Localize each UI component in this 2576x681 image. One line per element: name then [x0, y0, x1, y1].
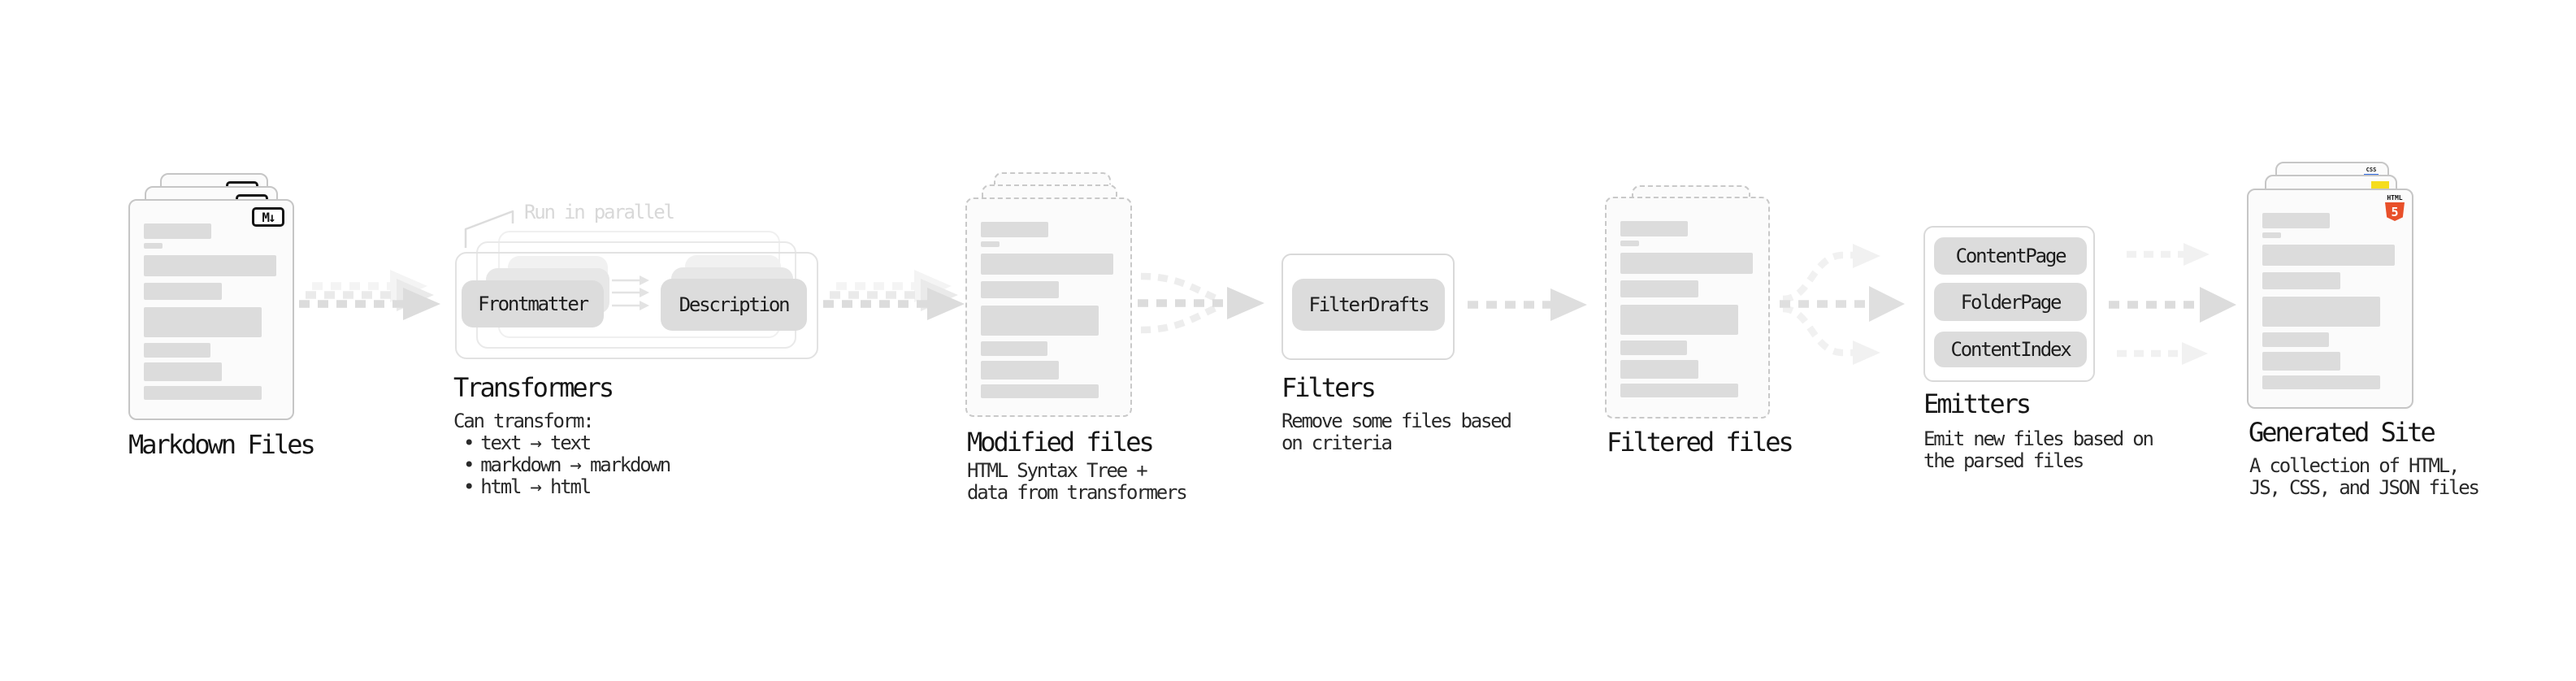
transformer-container-front [455, 252, 818, 359]
run-in-parallel-label: Run in parallel [524, 201, 675, 223]
transformer-step-description: Description [661, 279, 807, 331]
flow-arrow-markdown-to-transformers [299, 270, 440, 320]
flow-arrow-filters-to-filtered [1468, 288, 1587, 321]
transformers-title: Transformers [453, 372, 614, 403]
transformers-description: Can transform: •text → text •markdown → … [453, 410, 671, 498]
can-transform-heading: Can transform: [453, 410, 595, 432]
placeholder-text-bars [2262, 213, 2395, 389]
generated-site-description: A collection of HTML, JS, CSS, and JSON … [2249, 454, 2480, 499]
emitters-title: Emitters [1923, 388, 2032, 419]
placeholder-text-bars [144, 223, 276, 400]
filtered-files-title: Filtered files [1607, 427, 1794, 458]
flow-arrow-filtered-to-emitters [1780, 244, 1905, 365]
filters-container [1281, 254, 1455, 360]
markdown-files-label: Markdown Files [128, 429, 316, 460]
placeholder-text-bars [981, 222, 1113, 398]
transform-bullet: •text → text [463, 432, 592, 454]
callout-line [464, 210, 514, 248]
emitter-content-page: ContentPage [1934, 237, 2087, 275]
html5-icon: HTML 5 [2384, 195, 2405, 221]
markdown-icon: M↓ [252, 207, 284, 227]
flow-arrow-emitters-to-generated [2109, 243, 2236, 365]
emitters-description: Emit new files based on the parsed files [1923, 427, 2154, 472]
placeholder-text-bars [1620, 221, 1753, 397]
markdown-file-card-front: M↓ [128, 199, 294, 420]
modified-file-card-front [965, 197, 1132, 417]
generated-site-card-front: HTML 5 [2247, 189, 2413, 409]
filter-drafts-box: FilterDrafts [1292, 279, 1445, 331]
filters-description: Remove some files based on criteria [1281, 410, 1512, 454]
flow-arrow-modified-to-filters [1138, 272, 1264, 334]
parallel-mini-arrows [612, 275, 649, 310]
transform-bullet: •markdown → markdown [463, 453, 671, 476]
emitter-content-index: ContentIndex [1934, 332, 2087, 367]
flow-arrow-transformers-to-modified [823, 270, 965, 320]
generated-site-title: Generated Site [2249, 417, 2436, 448]
filters-title: Filters [1281, 372, 1377, 403]
transform-bullet: •html → html [463, 475, 592, 498]
emitter-folder-page: FolderPage [1934, 283, 2087, 321]
emitters-container [1923, 226, 2095, 382]
filtered-file-card-front [1605, 197, 1770, 419]
modified-files-title: Modified files [967, 427, 1155, 458]
transformer-step-frontmatter: Frontmatter [462, 280, 604, 327]
modified-files-description: HTML Syntax Tree + data from transformer… [967, 459, 1188, 504]
